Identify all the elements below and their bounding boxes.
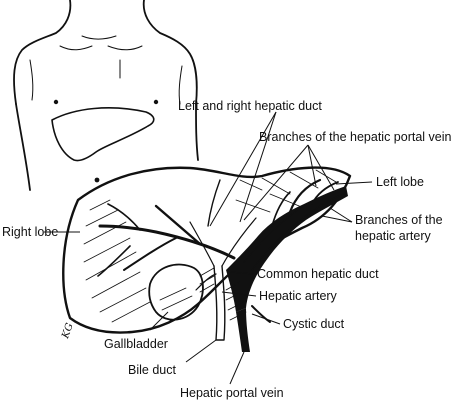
label-branches-hepatic-artery-1: Branches of the [355, 213, 443, 227]
torso-illustration [13, 0, 199, 191]
label-hepatic-artery: Hepatic artery [259, 289, 338, 303]
diagram-labels: Left and right hepatic duct Branches of … [2, 99, 452, 400]
bile-duct-shape [213, 265, 226, 341]
artist-signature: KG [60, 322, 76, 341]
label-gallbladder: Gallbladder [104, 337, 168, 351]
leader-lines [44, 111, 373, 385]
label-branches-hepatic-artery-2: hepatic artery [355, 229, 431, 243]
label-cystic-duct: Cystic duct [283, 317, 345, 331]
label-branches-portal-vein: Branches of the hepatic portal vein [259, 130, 452, 144]
label-hepatic-portal-vein: Hepatic portal vein [180, 386, 284, 400]
label-left-right-hepatic-duct: Left and right hepatic duct [178, 99, 322, 113]
small-liver-shape [51, 107, 155, 162]
label-common-hepatic-duct: Common hepatic duct [257, 267, 379, 281]
liver-illustration [62, 166, 352, 352]
gallbladder-shape [148, 263, 204, 321]
label-right-lobe: Right lobe [2, 225, 58, 239]
portal-vein-trunk [226, 186, 348, 312]
label-bile-duct: Bile duct [128, 363, 176, 377]
label-left-lobe: Left lobe [376, 175, 424, 189]
